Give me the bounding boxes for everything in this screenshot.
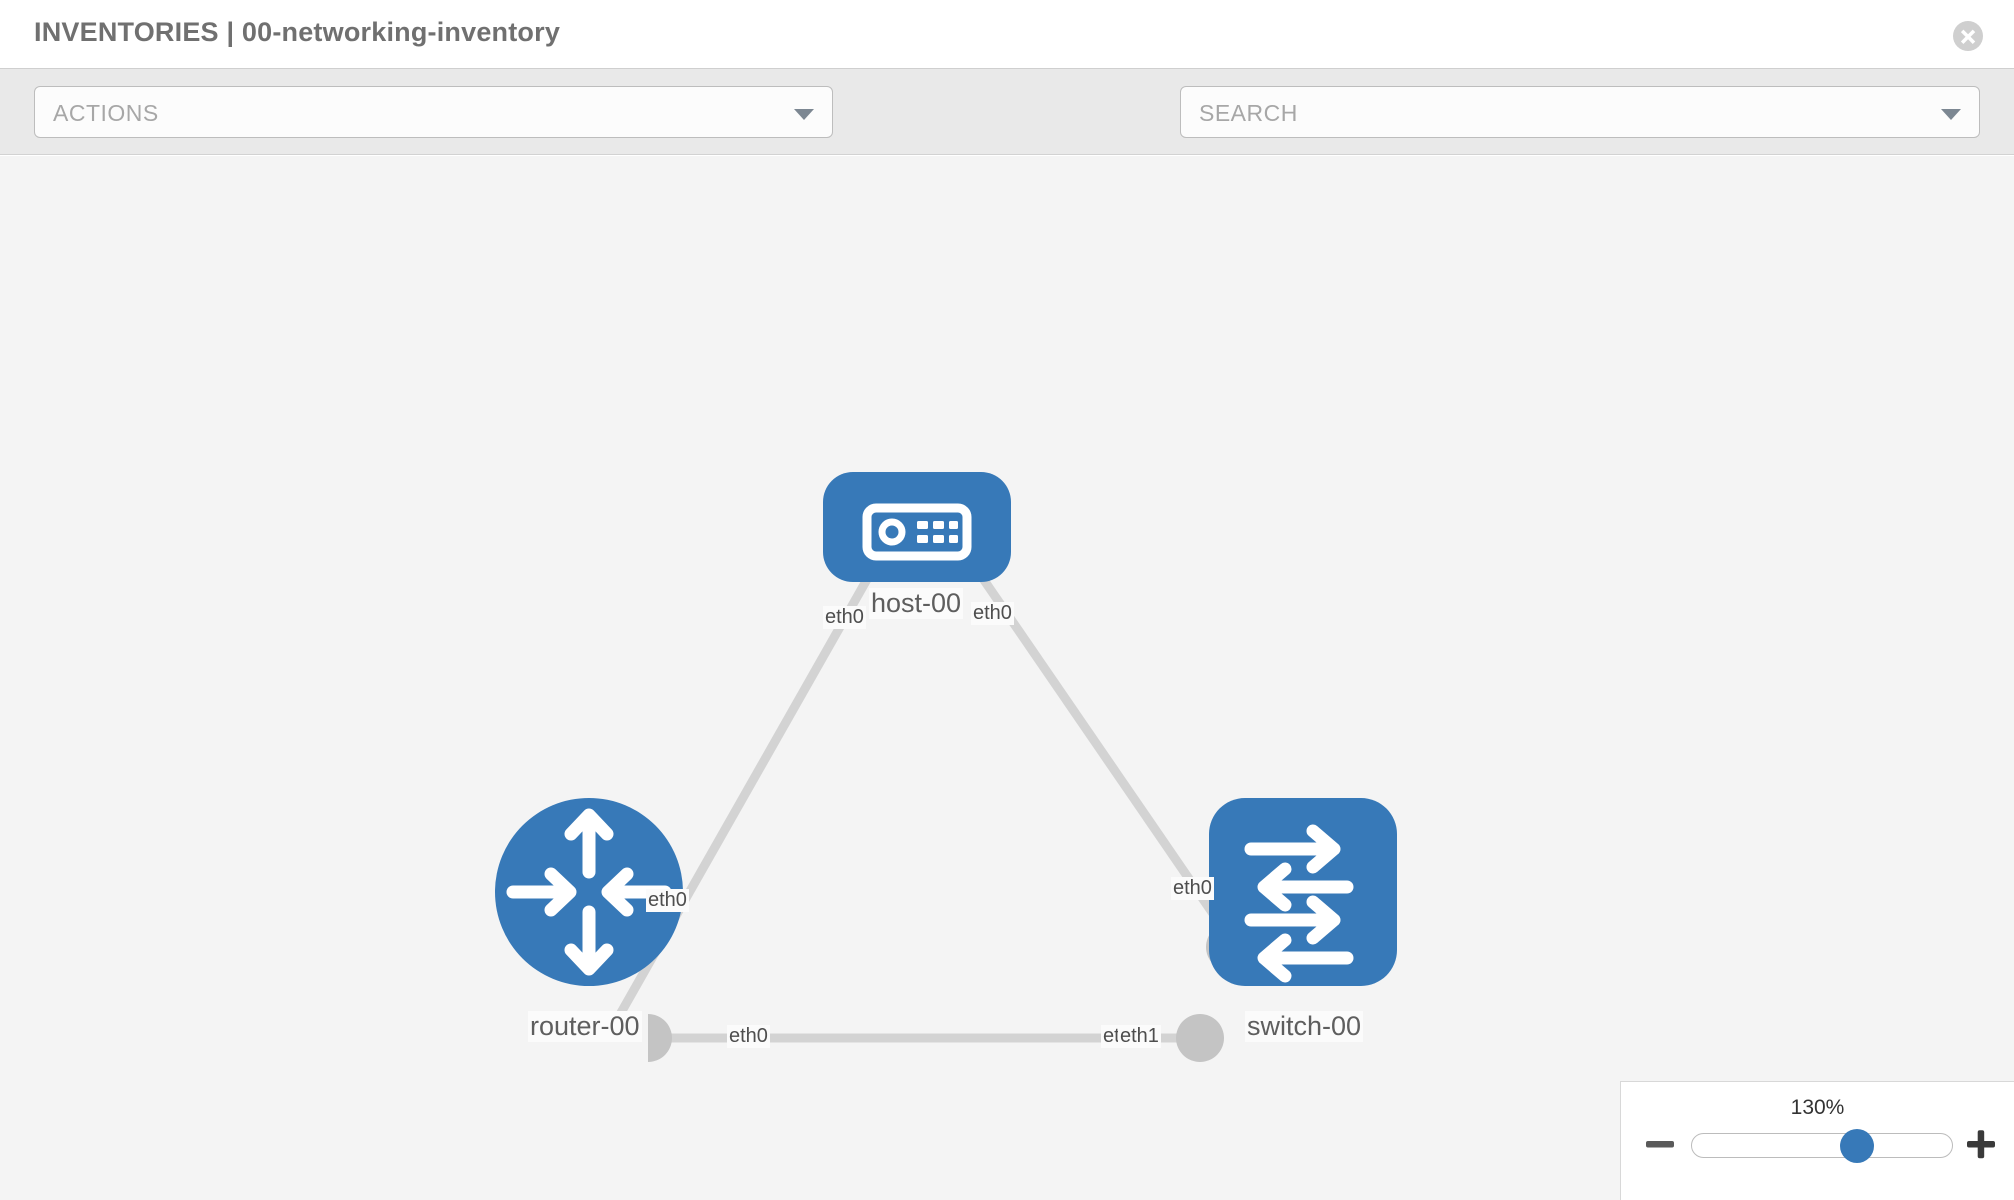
chevron-down-icon[interactable]	[1941, 109, 1961, 120]
plus-icon[interactable]	[1964, 1127, 1998, 1161]
actions-dropdown[interactable]: ACTIONS	[34, 86, 833, 138]
interface-label: eth1	[1118, 1025, 1161, 1048]
search-placeholder: SEARCH	[1199, 100, 1298, 126]
interface-label: eth0	[727, 1025, 770, 1048]
node-host-00	[823, 472, 1011, 582]
interface-label: eth0	[971, 602, 1014, 625]
close-icon[interactable]	[1953, 21, 1983, 51]
topology-canvas[interactable]: host-00 router-00 switch-00 eth0 eth0 et…	[0, 156, 2014, 1200]
node-router-00	[495, 798, 683, 986]
interface-label: eth0	[646, 889, 689, 912]
zoom-slider[interactable]	[1691, 1129, 1953, 1163]
page-title: INVENTORIES | 00-networking-inventory	[34, 17, 561, 47]
node-label-host: host-00	[869, 588, 964, 619]
zoom-slider-thumb[interactable]	[1840, 1129, 1874, 1163]
node-label-switch: switch-00	[1245, 1011, 1364, 1042]
node-label-router: router-00	[528, 1011, 642, 1042]
node-switch-00	[1209, 798, 1397, 986]
interface-label: eth0	[823, 606, 866, 629]
connector-router-right	[648, 1014, 672, 1062]
search-input[interactable]: SEARCH	[1180, 86, 1980, 138]
zoom-percent-label: 130%	[1790, 1096, 1845, 1119]
connector-switch-left	[1176, 1014, 1224, 1062]
page-header: INVENTORIES | 00-networking-inventory	[0, 0, 2014, 69]
chevron-down-icon	[794, 109, 814, 120]
minus-icon[interactable]	[1643, 1127, 1677, 1161]
actions-dropdown-label: ACTIONS	[53, 100, 159, 126]
zoom-control: 130%	[1620, 1081, 2014, 1200]
interface-label: eth0	[1171, 877, 1214, 900]
toolbar: ACTIONS SEARCH	[0, 69, 2014, 198]
